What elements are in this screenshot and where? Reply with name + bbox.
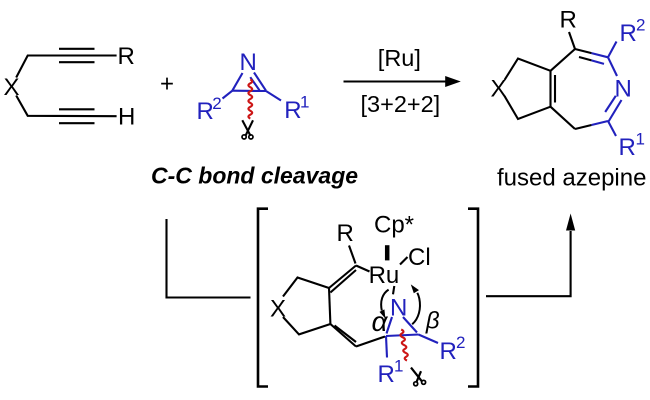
svg-text:R: R [118,43,135,70]
svg-text:N: N [615,75,632,102]
svg-text:β: β [425,307,440,334]
svg-text:H: H [118,104,135,131]
svg-text:R: R [620,20,637,47]
svg-text:[3+2+2]: [3+2+2] [361,91,441,117]
svg-text:Ru: Ru [369,262,400,289]
svg-text:N: N [240,49,257,76]
svg-text:R: R [197,98,214,125]
svg-text:1: 1 [300,93,309,112]
svg-text:1: 1 [636,130,645,149]
svg-text:X: X [491,76,507,103]
svg-text:R: R [619,134,636,161]
svg-text:α: α [372,306,389,337]
svg-text:R: R [337,220,354,247]
svg-text:2: 2 [636,16,645,35]
svg-text:R: R [378,361,395,388]
svg-text:Cl: Cl [408,244,431,271]
svg-text:R: R [560,7,577,34]
svg-text:2: 2 [456,333,465,352]
svg-text:X: X [270,296,286,323]
svg-text:X: X [4,74,20,101]
svg-text:C-C bond cleavage: C-C bond cleavage [151,163,358,189]
svg-text:R: R [440,338,457,365]
svg-text:2: 2 [212,94,221,113]
svg-text:N: N [390,294,407,321]
svg-text:+: + [160,71,174,98]
svg-text:Cp*: Cp* [374,212,414,239]
svg-text:fused azepine: fused azepine [497,165,646,192]
svg-text:[Ru]: [Ru] [378,45,421,71]
svg-text:1: 1 [394,357,403,376]
svg-text:R: R [284,97,301,124]
